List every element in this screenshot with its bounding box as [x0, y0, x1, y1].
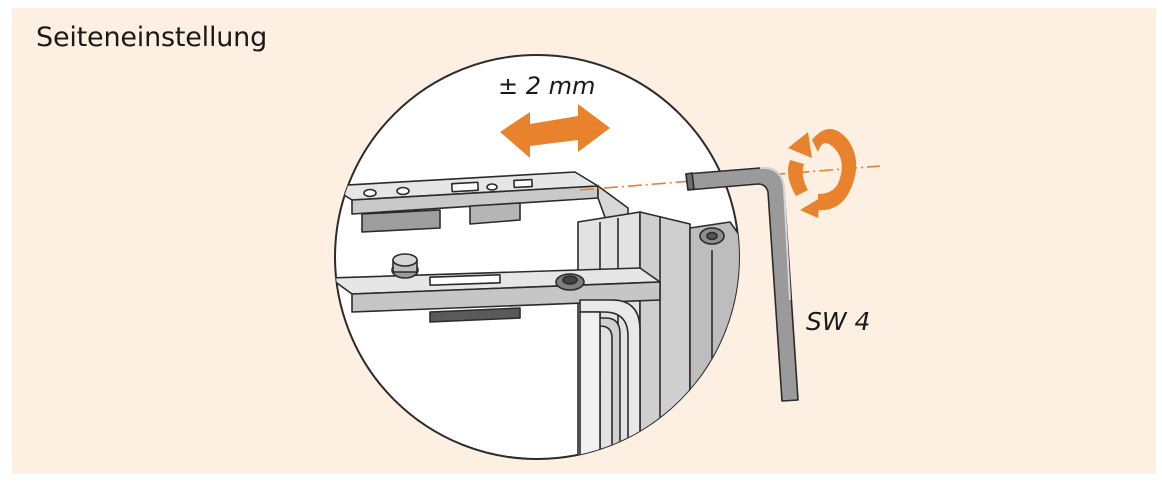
hinge-knuckle [689, 221, 739, 459]
lower-underside [429, 307, 521, 323]
double-arrow-left-right-icon [500, 104, 610, 158]
plate-hole [486, 183, 498, 191]
plate-hole [363, 188, 377, 198]
frame-profile-right [639, 211, 691, 459]
plate-slot [513, 178, 533, 189]
hinge-screw-head [706, 231, 718, 241]
upper-bracket-2 [469, 202, 521, 225]
frame-rebate-inner [595, 317, 621, 459]
wrench-size-label: SW 4 [806, 307, 870, 336]
lower-screw-top [392, 253, 418, 267]
lower-plate-slot [429, 273, 501, 287]
rotation-arrow-icon [788, 129, 857, 218]
plate-slot [451, 181, 479, 193]
adjustment-screw-socket [562, 275, 578, 285]
upper-bracket [361, 209, 441, 233]
page-title: Seiteneinstellung [36, 22, 268, 53]
adjustment-range-label: ± 2 mm [498, 72, 595, 100]
plate-hole [396, 186, 410, 196]
hex-key-icon [685, 166, 799, 402]
frame-lower [579, 311, 601, 459]
